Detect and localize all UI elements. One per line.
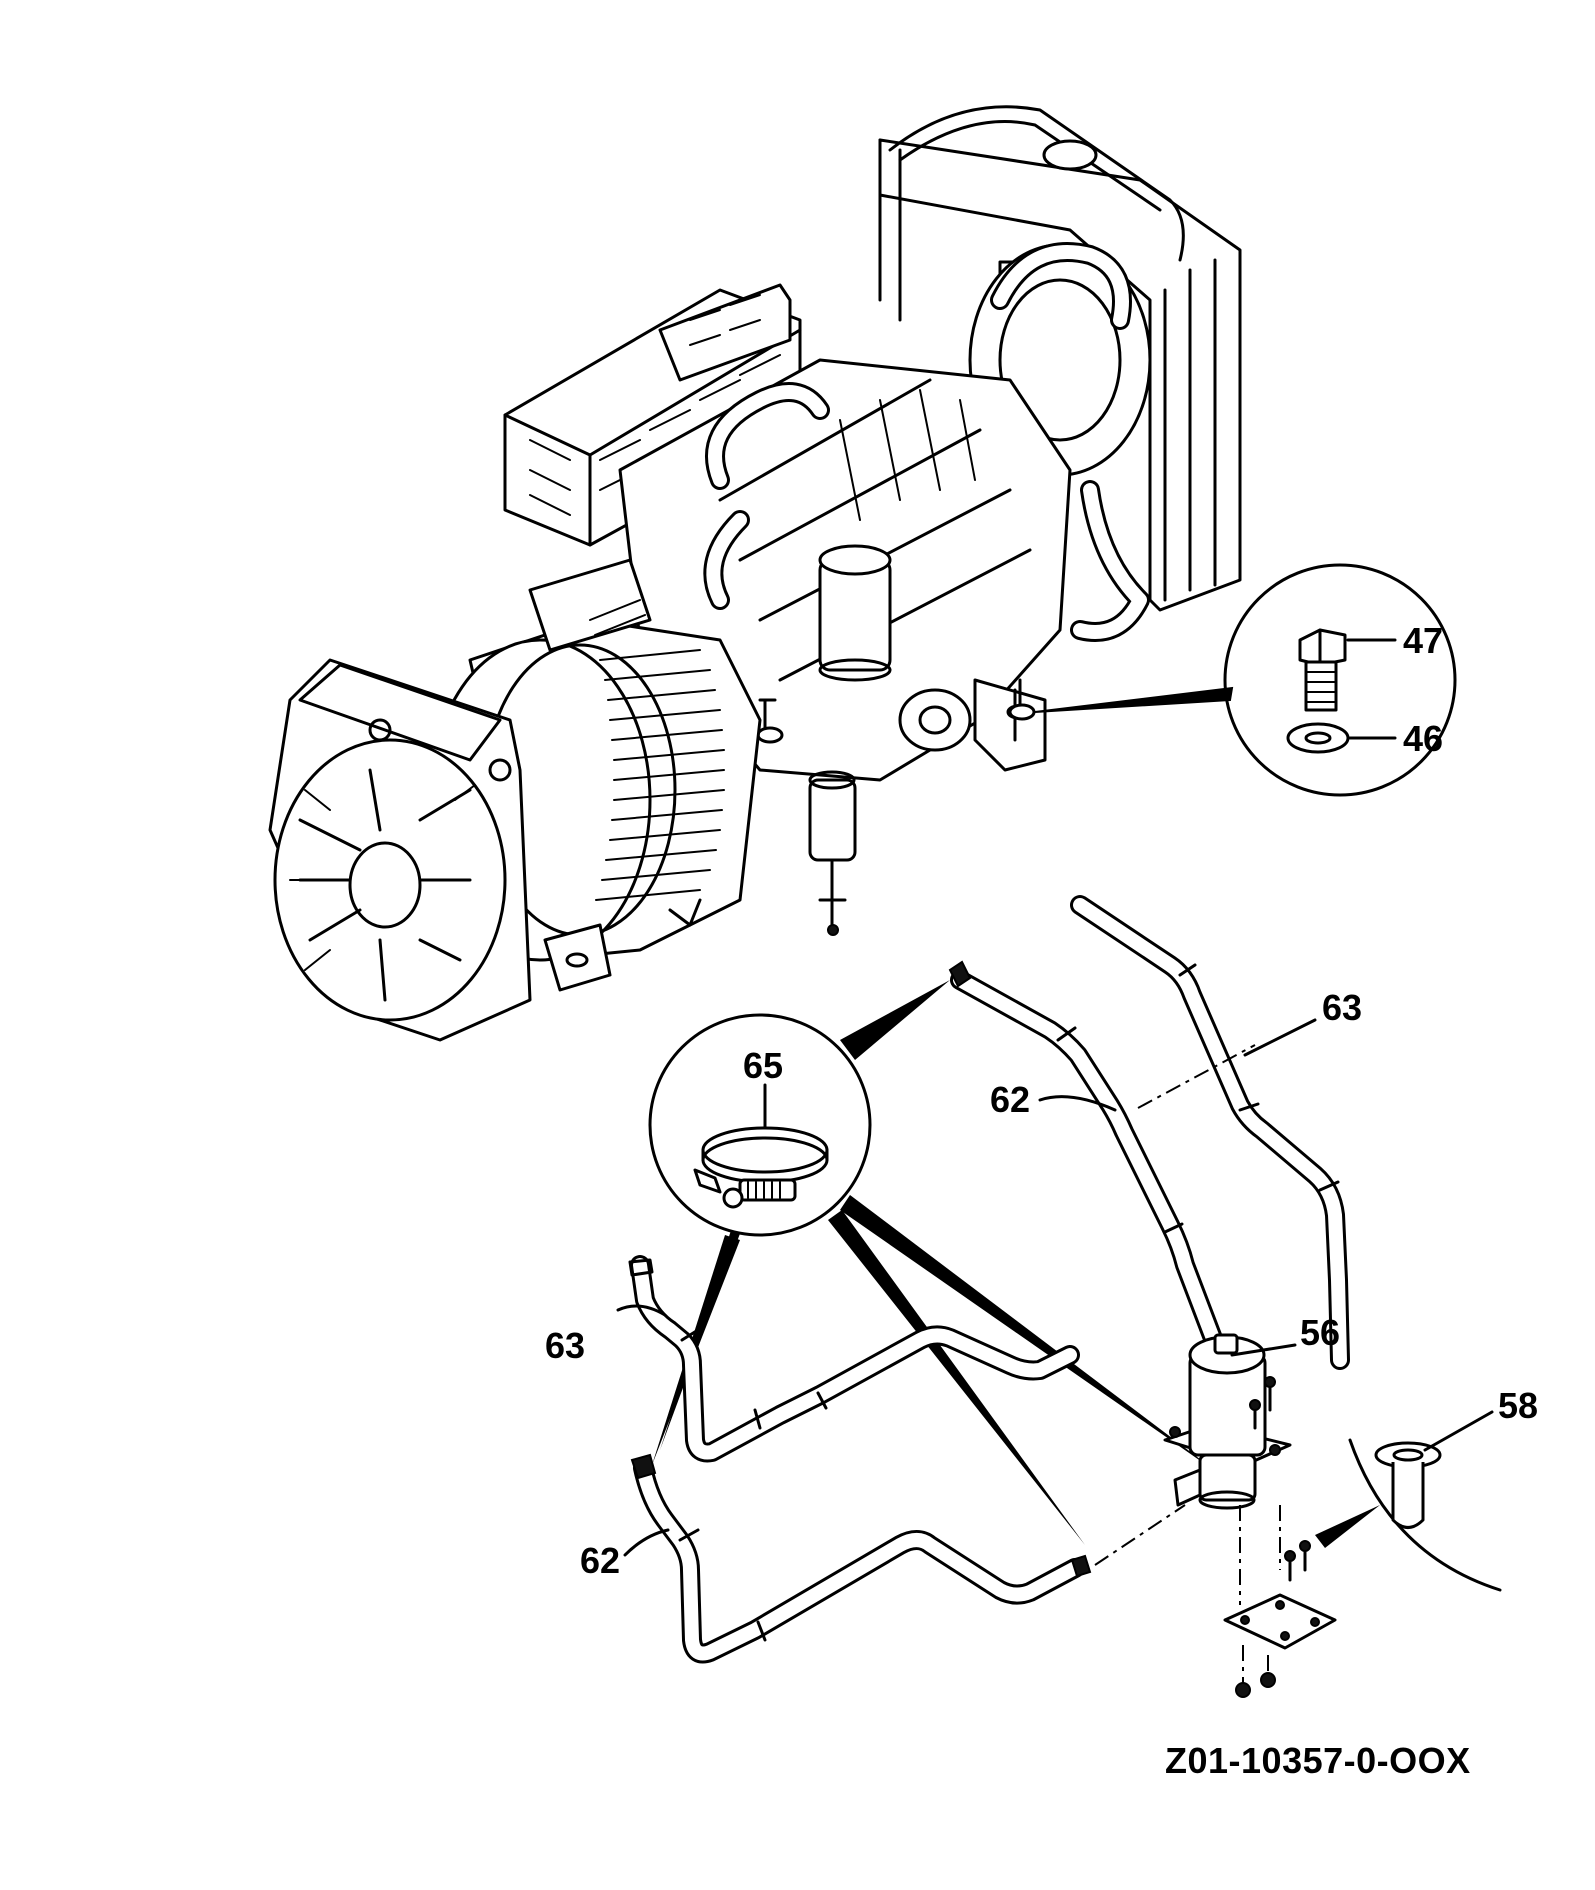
leader-wedge-bolt [1034,686,1234,713]
leader-wedge-clamp-2 [840,1195,1225,1478]
detail-arc-plug [1348,1438,1502,1592]
callout-58: 58 [1498,1385,1538,1426]
callout-65: 65 [743,1045,783,1086]
callout-46: 46 [1403,718,1443,759]
coolant-heater-56: 56 [1094,1312,1340,1698]
leader-wedge-clamp-1 [840,980,950,1060]
detail-bolt-washer: 47 46 [1034,563,1457,797]
callout-63-upper: 63 [1322,987,1362,1028]
hose-clamp-65 [693,1126,829,1209]
detail-plug-58: 58 [1315,1385,1538,1592]
plug-58 [1374,1441,1442,1529]
callout-63-lower: 63 [545,1325,585,1366]
callout-47: 47 [1403,620,1443,661]
hoses-lower: 63 62 [545,1255,1092,1664]
callout-62-lower: 62 [580,1540,620,1581]
washer-46 [1286,722,1350,754]
callout-56: 56 [1300,1312,1340,1353]
detail-hose-clamp: 65 [648,980,1225,1545]
radiator [878,105,1242,642]
detail-circle-bolt [1223,563,1457,797]
generator-set-illustration [268,105,1242,1042]
leader-wedge-clamp-5 [828,1210,1085,1545]
bolt-47 [1298,628,1347,712]
callout-62-upper: 62 [990,1079,1030,1120]
leader-wedge-plug [1315,1505,1380,1548]
hoses-upper: 62 63 [948,895,1362,1481]
drawing-number: Z01-10357-0-OOX [1165,1740,1471,1781]
alternator [268,558,762,1042]
mounting-plate [1223,1593,1337,1650]
hose-clamp-top [948,960,972,988]
